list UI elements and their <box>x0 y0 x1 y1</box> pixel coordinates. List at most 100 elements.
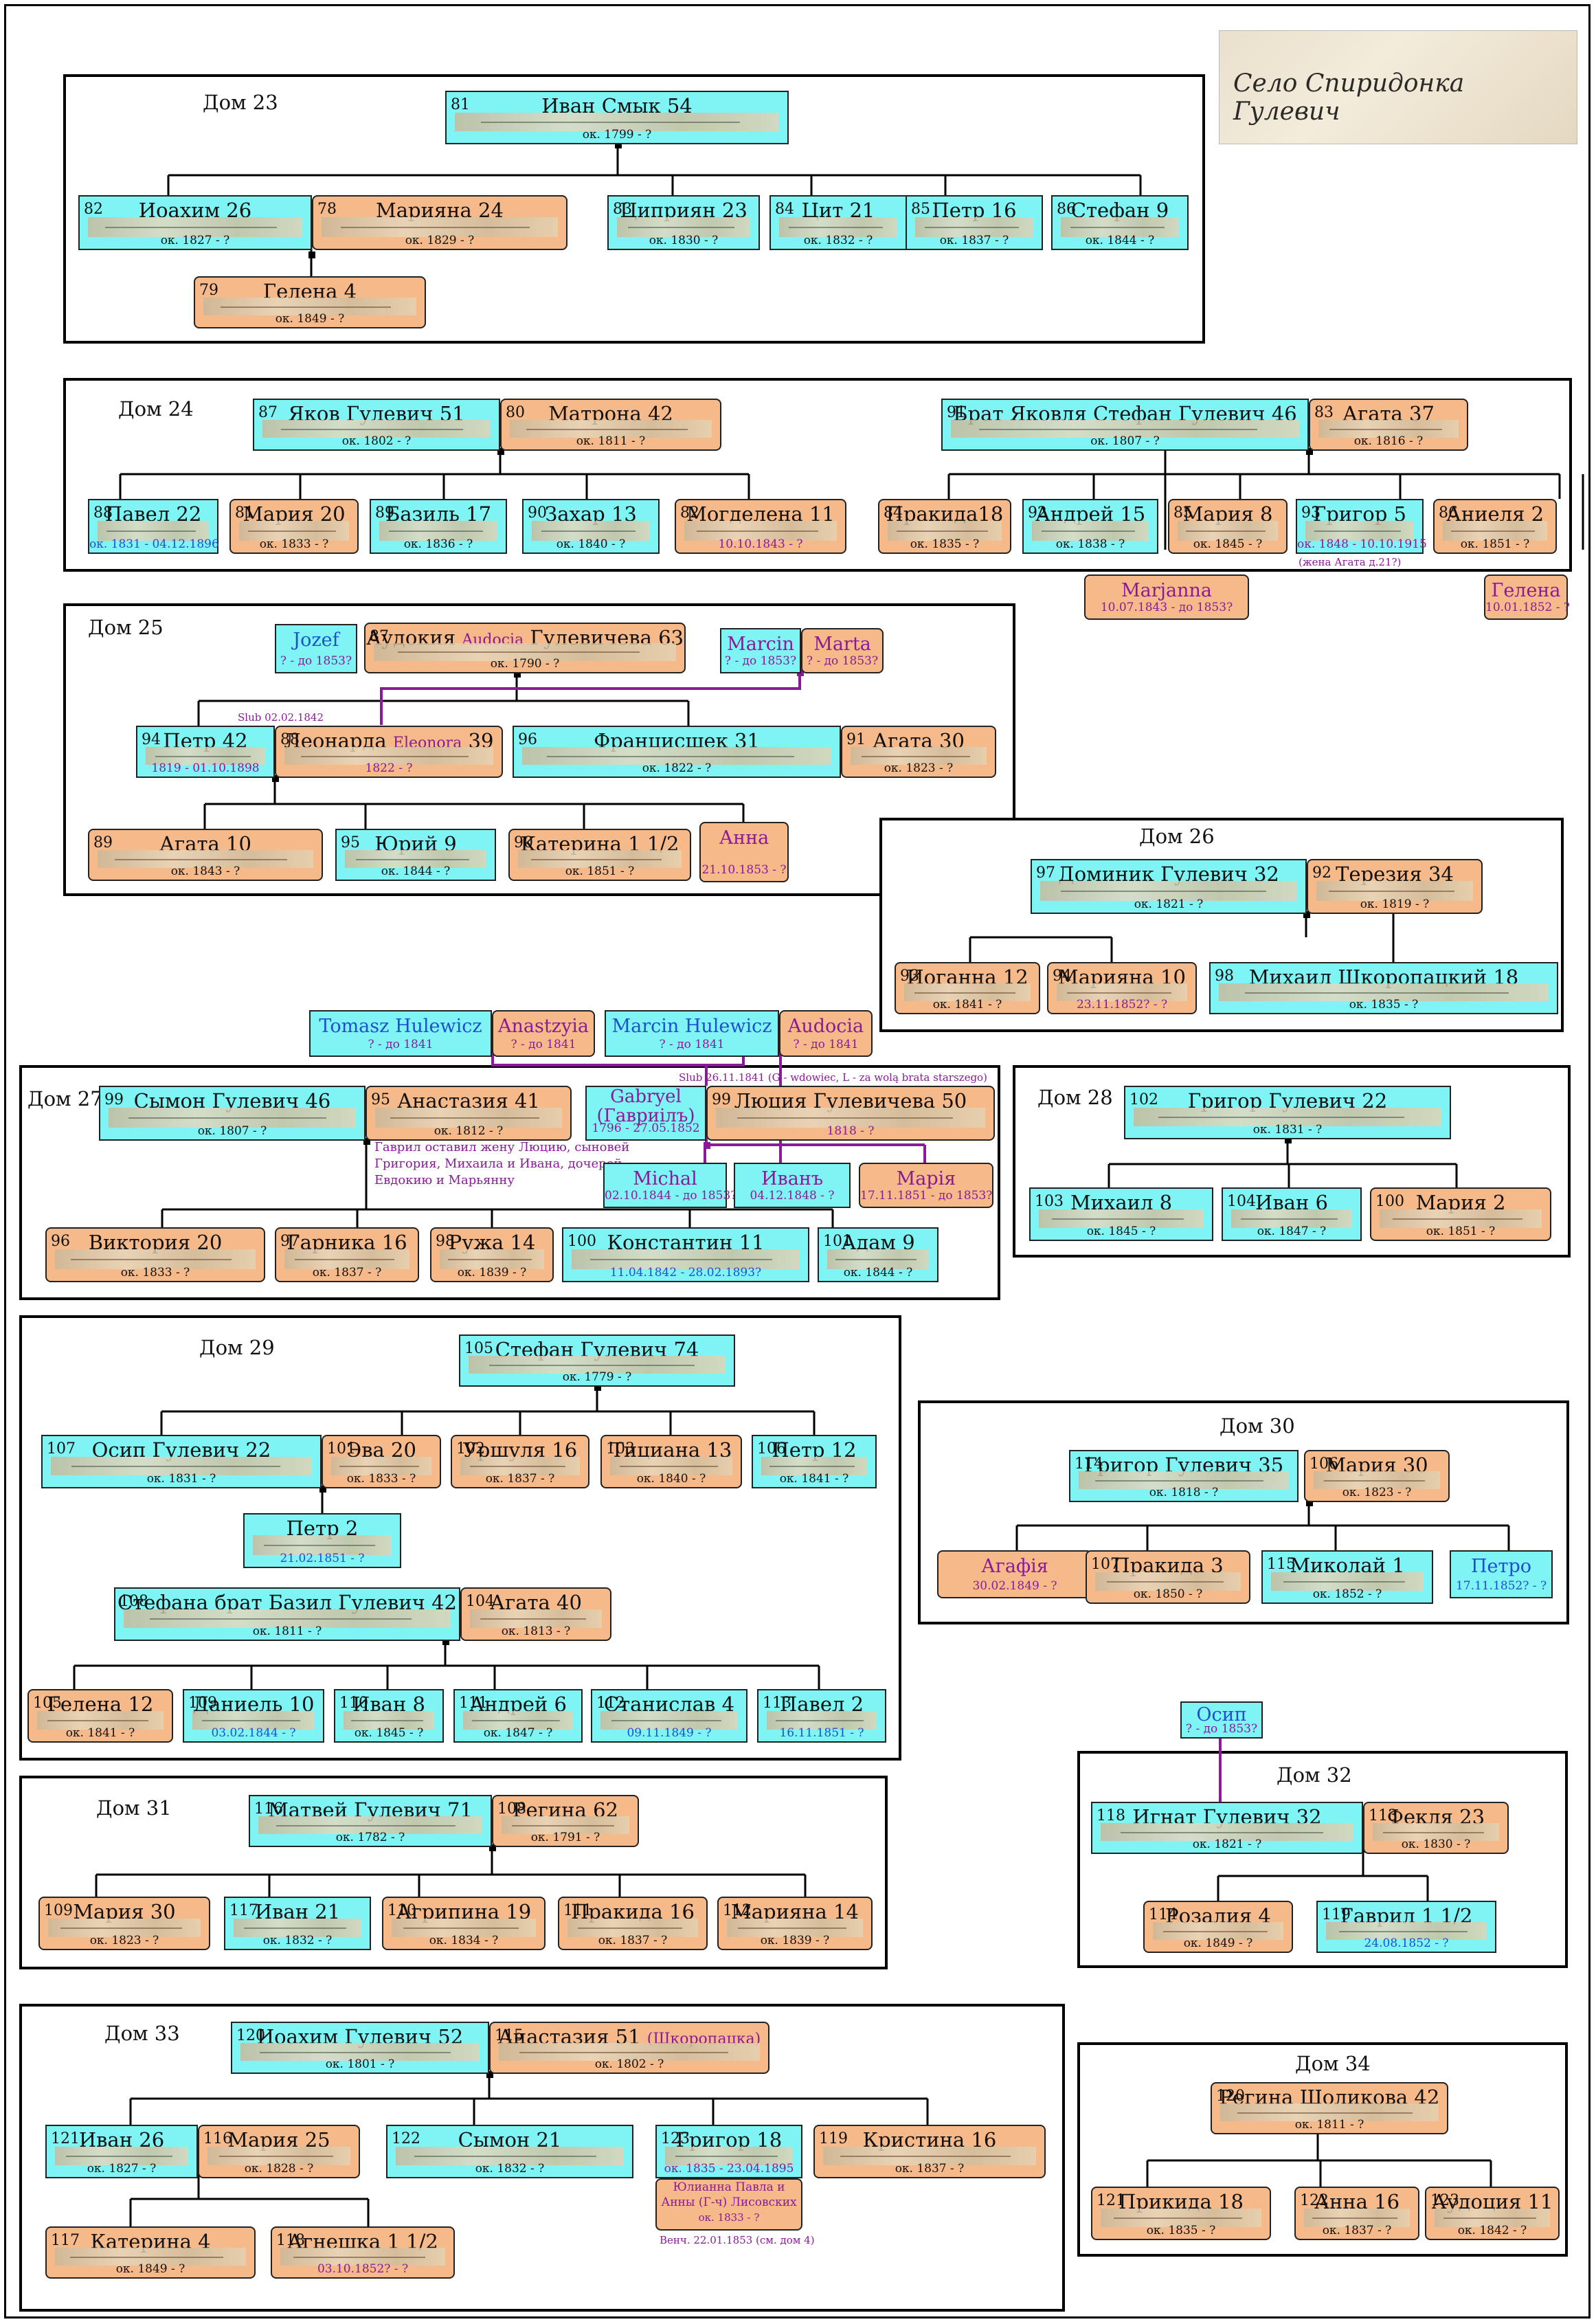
person-tomasz-hulewicz[interactable]: Tomasz Hulewicz? - до 1841 <box>309 1010 492 1057</box>
person-marcin[interactable]: Marcin? - до 1853? <box>720 628 801 673</box>
person-audocia[interactable]: Audocia? - до 1841 <box>779 1010 873 1057</box>
person-marcin-hulewicz[interactable]: Marcin Hulewicz? - до 1841 <box>605 1010 779 1057</box>
person-gabryel[interactable]: Gabryel(Гавриілъ)1796 - 27.05.1852 <box>585 1086 706 1141</box>
person-marta[interactable]: Marta? - до 1853? <box>801 628 884 673</box>
person-jozef[interactable]: Jozef? - до 1853? <box>275 624 357 673</box>
